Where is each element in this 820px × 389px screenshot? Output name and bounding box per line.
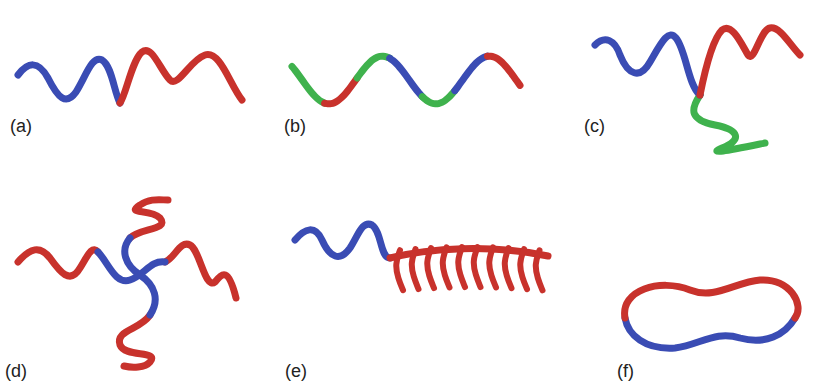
panel-label: (e)	[285, 362, 307, 382]
red-block	[700, 28, 800, 95]
blue-block	[595, 35, 700, 95]
panel-label: (f)	[617, 362, 634, 382]
red-block	[625, 280, 799, 318]
blue-block	[295, 224, 390, 258]
side-chain	[474, 247, 481, 287]
red-block	[120, 50, 242, 103]
panel-label: (a)	[10, 117, 32, 137]
multiblock-chain	[292, 56, 520, 104]
red-arm	[130, 200, 168, 238]
green-block	[694, 95, 765, 151]
chain-segment	[487, 56, 520, 85]
side-chain	[458, 247, 465, 287]
chain-segment	[292, 66, 325, 103]
side-chain	[505, 248, 512, 288]
red-arm	[119, 315, 151, 367]
chain-segment	[390, 58, 423, 97]
chain-segment	[357, 56, 390, 78]
blue-block	[625, 318, 795, 348]
side-chain	[489, 247, 496, 287]
blue-core	[125, 238, 155, 315]
side-chain	[396, 250, 403, 290]
panel-label: (b)	[284, 117, 306, 137]
side-chain	[412, 249, 419, 289]
branched-chain	[595, 28, 800, 152]
chain-segment	[325, 78, 358, 104]
panel-label: (d)	[5, 362, 27, 382]
side-chain	[443, 247, 450, 287]
chain-segment	[455, 56, 488, 90]
side-chain	[520, 249, 527, 289]
star-polymer	[18, 200, 236, 367]
panel-label: (c)	[584, 117, 605, 137]
cyclic-polymer	[625, 280, 799, 348]
red-arm	[18, 250, 98, 276]
comb-polymer	[295, 224, 548, 290]
side-chain	[427, 248, 434, 288]
blue-block	[18, 59, 120, 103]
side-chain	[536, 250, 543, 290]
diblock-chain	[18, 50, 242, 103]
red-arm	[165, 244, 236, 298]
chain-segment	[422, 91, 455, 104]
